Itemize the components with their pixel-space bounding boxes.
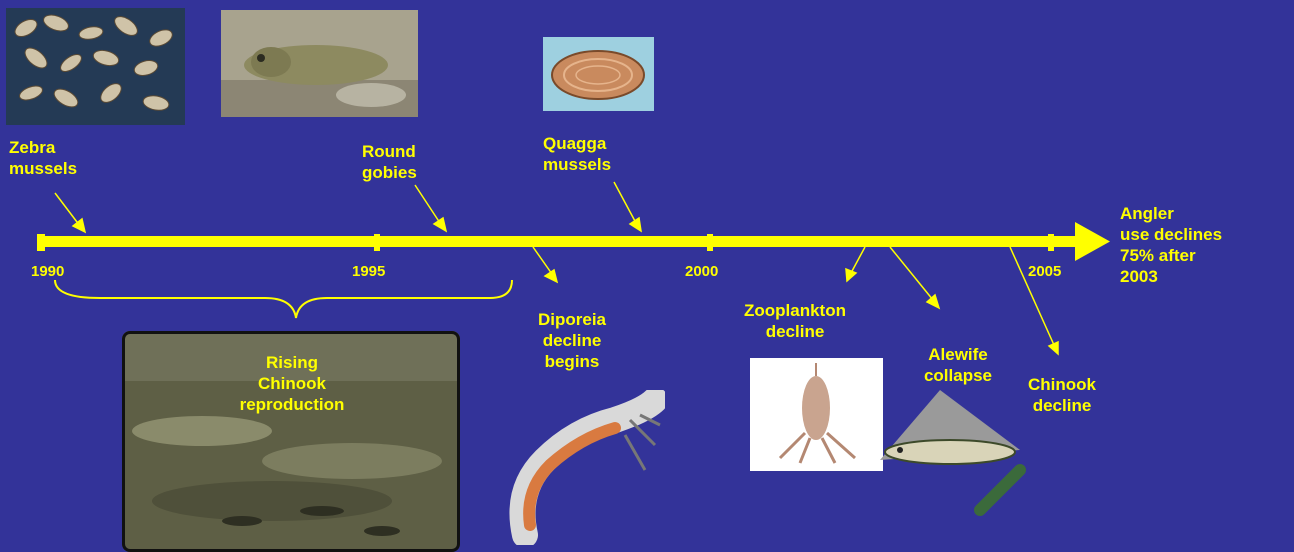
reproduction-brace [55,280,512,318]
diporeia-arrow [533,247,552,274]
zebra-arrow [55,193,80,226]
round-gobies-label: Round gobies [362,141,417,183]
angler-use-label: Angler use declines 75% after 2003 [1120,203,1222,287]
alewife-arrow [890,247,933,300]
tick-label: 2005 [1028,263,1061,280]
diporeia-decline-label: Diporeia decline begins [528,309,616,372]
zooplankton-arrow [851,247,865,273]
zooplankton-decline-label: Zooplankton decline [730,300,860,342]
quagga-arrow [614,182,636,223]
chinook-arrow [1010,247,1054,345]
gobies-arrow [415,185,440,223]
tick-label: 2000 [685,263,718,280]
chinook-decline-label: Chinook decline [1017,374,1107,416]
timeline-axis [37,222,1110,261]
tick-label: 1990 [31,263,64,280]
alewife-collapse-label: Alewife collapse [908,344,1008,386]
rising-chinook-label: Rising Chinook reproduction [217,352,367,415]
tick-label: 1995 [352,263,385,280]
zebra-mussels-label: Zebra mussels [9,137,77,179]
quagga-mussels-label: Quagga mussels [543,133,611,175]
